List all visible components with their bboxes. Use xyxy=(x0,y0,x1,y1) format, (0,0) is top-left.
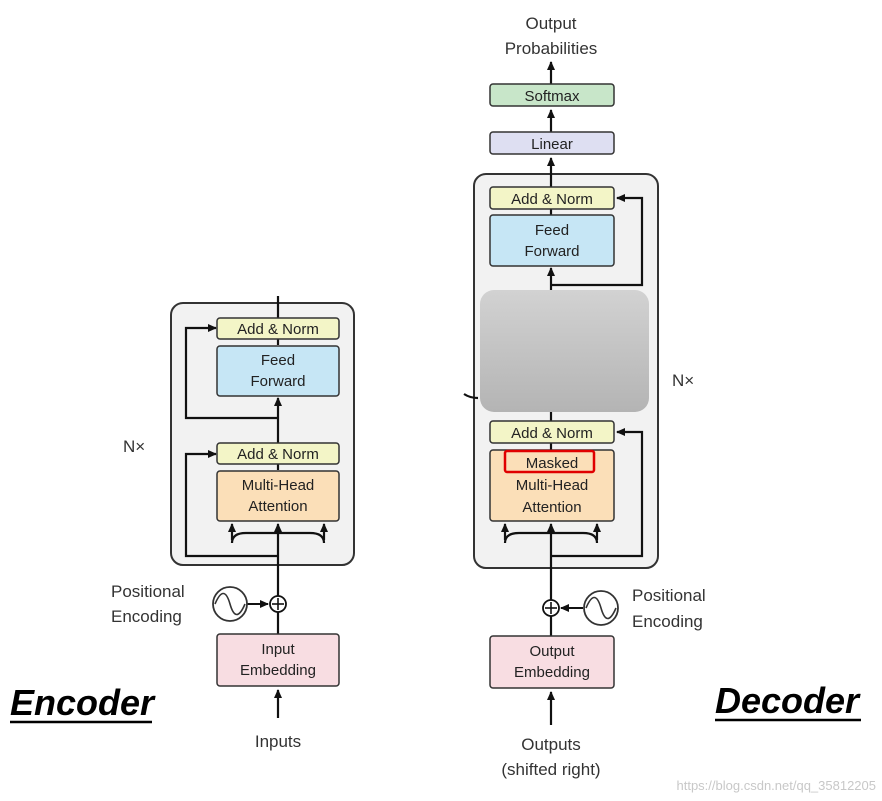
decoder-embedding-line1: Output xyxy=(529,643,575,660)
encoder-attention-line1: Multi-Head xyxy=(242,477,315,494)
decoder-masked-label: Masked xyxy=(526,455,579,472)
encoder-add-norm-top xyxy=(216,317,340,340)
decoder-softmax-label: Softmax xyxy=(524,88,580,105)
decoder-positional-line1: Positional xyxy=(632,586,706,605)
decoder-hidden-cross-attention-cover xyxy=(480,290,649,412)
encoder-input-label: Inputs xyxy=(255,732,301,751)
encoder-embedding-line1: Input xyxy=(261,641,295,658)
decoder-add-norm-bottom xyxy=(489,420,615,444)
encoder-attention xyxy=(216,470,340,522)
encoder-attention-line2: Attention xyxy=(248,498,307,515)
decoder-feed-forward-line2: Forward xyxy=(524,243,579,260)
decoder-attention-line1: Multi-Head xyxy=(516,477,589,494)
decoder-plus-icon xyxy=(542,599,560,617)
decoder-linear xyxy=(489,131,615,155)
encoder-feed-forward-line1: Feed xyxy=(261,352,295,369)
encoder-positional-line2: Encoding xyxy=(111,607,182,626)
encoder-stack xyxy=(170,302,355,566)
decoder-output-line2: Probabilities xyxy=(505,39,598,58)
decoder-input-line1: Outputs xyxy=(521,735,581,754)
encoder-embedding-line2: Embedding xyxy=(240,662,316,679)
decoder-add-norm-top xyxy=(489,186,615,210)
encoder-add-norm-bottom xyxy=(216,442,340,465)
decoder-positional-line2: Encoding xyxy=(632,612,703,631)
decoder-repeat-label: N× xyxy=(672,371,694,390)
encoder-embedding xyxy=(216,633,340,687)
decoder-softmax xyxy=(489,83,615,107)
decoder-feed-forward xyxy=(489,214,615,267)
decoder: Output Probabilities Softmax Linear Add … xyxy=(463,14,861,779)
decoder-attention-line2: Attention xyxy=(522,499,581,516)
encoder-feed-forward xyxy=(216,345,340,397)
encoder-feed-forward-line2: Forward xyxy=(250,373,305,390)
encoder-sine-wave-icon xyxy=(212,586,248,622)
decoder-embedding xyxy=(489,635,615,689)
encoder-title: Encoder xyxy=(10,682,156,723)
decoder-add-norm-top-label: Add & Norm xyxy=(511,191,593,208)
decoder-input-line2: (shifted right) xyxy=(501,760,600,779)
decoder-feed-forward-line1: Feed xyxy=(535,222,569,239)
decoder-sine-wave-icon xyxy=(583,590,619,626)
decoder-title: Decoder xyxy=(715,680,861,721)
encoder-add-norm-bottom-label: Add & Norm xyxy=(237,446,319,463)
encoder-repeat-label: N× xyxy=(123,437,145,456)
decoder-embedding-line2: Embedding xyxy=(514,664,590,681)
encoder-plus-icon xyxy=(269,595,287,613)
watermark: https://blog.csdn.net/qq_35812205 xyxy=(677,778,877,793)
encoder-add-norm-top-label: Add & Norm xyxy=(237,321,319,338)
decoder-masked-highlight xyxy=(503,449,596,474)
decoder-connections xyxy=(463,61,644,725)
encoder: Add & Norm Feed Forward Add & Norm Multi… xyxy=(10,296,355,751)
decoder-add-norm-bottom-label: Add & Norm xyxy=(511,425,593,442)
decoder-output-line1: Output xyxy=(525,14,576,33)
encoder-positional-line1: Positional xyxy=(111,582,185,601)
encoder-connections xyxy=(184,296,328,718)
decoder-linear-label: Linear xyxy=(531,136,573,153)
